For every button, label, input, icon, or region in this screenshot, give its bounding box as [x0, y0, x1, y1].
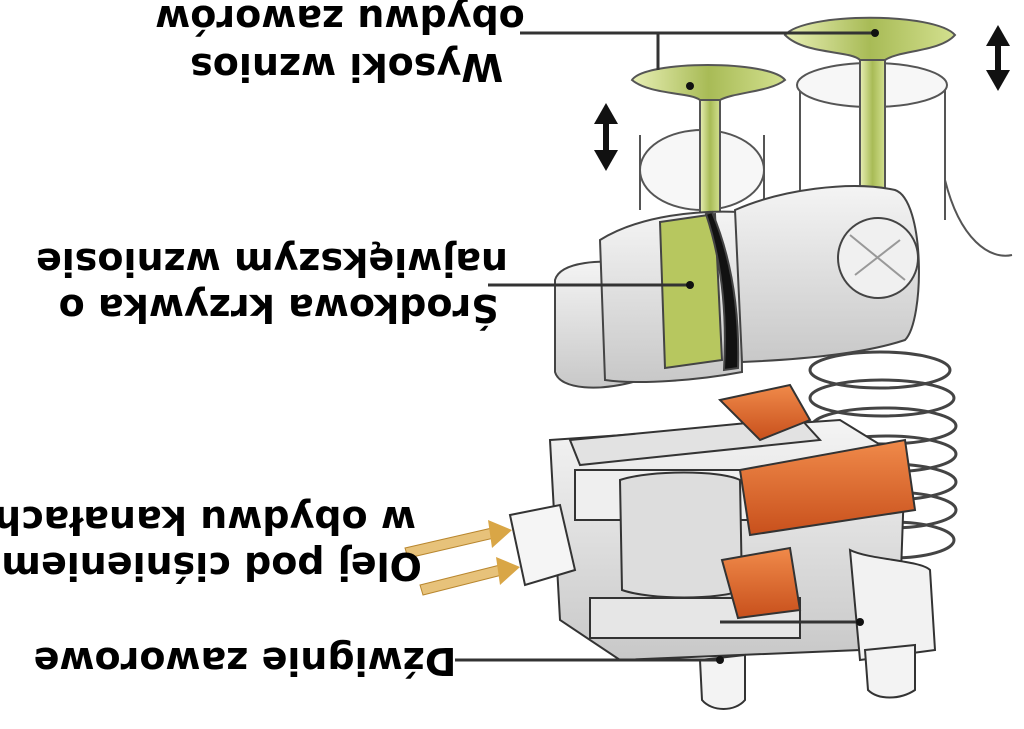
label-valve-lift-line1: Wysoki wznios: [190, 45, 503, 89]
leader-dots: [686, 29, 879, 664]
double-arrow-icon: [986, 25, 1010, 91]
label-cam: Środkowa krzywka o największym wzniosie: [36, 240, 508, 330]
camshaft: [554, 185, 920, 389]
label-rocker: Dźwignie zaworowe: [34, 639, 457, 683]
label-oil-line1: Olej pod ciśnieniem: [1, 544, 422, 588]
rocker-arm-assembly: [508, 383, 937, 710]
label-valve-lift: Wysoki wznios obydwu zaworów: [155, 0, 525, 89]
label-cam-line2: największym wzniosie: [36, 240, 508, 284]
label-rocker-text: Dźwignie zaworowe: [34, 639, 457, 683]
label-oil: Olej pod ciśnieniem w obydwu kanałach: [0, 498, 422, 588]
label-oil-line2: w obydwu kanałach: [0, 498, 416, 542]
leader-lines: [455, 31, 875, 662]
double-arrow-icon: [594, 103, 618, 171]
oil-flow-arrow-icon: [419, 557, 520, 596]
label-valve-lift-line2: obydwu zaworów: [155, 0, 525, 41]
oil-flow-arrow-icon: [404, 520, 512, 559]
label-cam-line1: Środkowa krzywka o: [59, 286, 499, 330]
valve-left: [630, 64, 787, 231]
